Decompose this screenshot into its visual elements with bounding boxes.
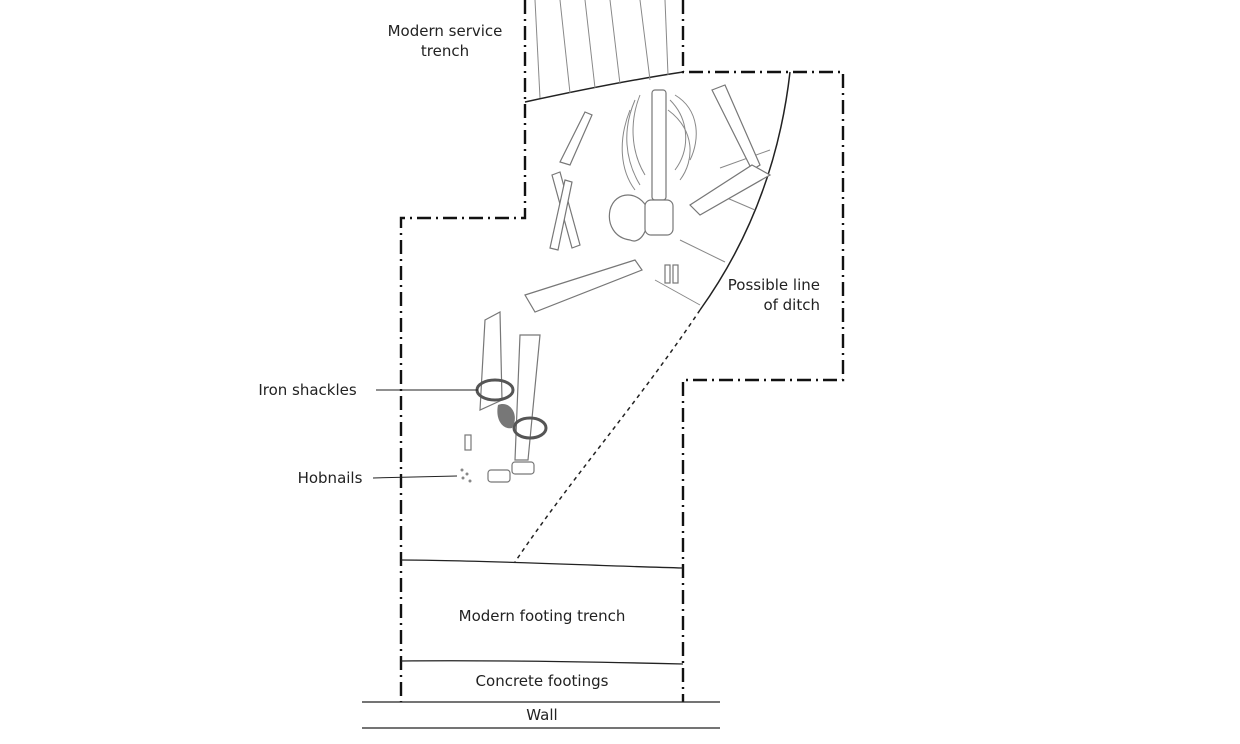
hobnails-label: Hobnails [297, 469, 363, 487]
service-trench-label-line2: trench [420, 42, 470, 60]
concrete-footings-label: Concrete footings [475, 672, 609, 690]
ditch-label-line2: of ditch [763, 296, 820, 314]
service-trench-hatching [524, 0, 684, 103]
service-trench-label: Modern service trench [380, 21, 510, 61]
ditch-label-line1: Possible line [727, 276, 820, 294]
ditch-label: Possible line of ditch [710, 275, 820, 315]
leader-lines [372, 389, 478, 479]
trench-outline [399, 0, 845, 702]
iron-shackles-label: Iron shackles [258, 381, 357, 399]
footing-trench-label: Modern footing trench [458, 607, 626, 625]
wall-label: Wall [526, 706, 558, 724]
hobnails-and-foot-bones [460, 434, 535, 483]
skeleton [479, 84, 772, 461]
section-lines [362, 559, 720, 729]
ditch-line [514, 71, 791, 563]
service-trench-label-line1: Modern service [387, 22, 503, 40]
